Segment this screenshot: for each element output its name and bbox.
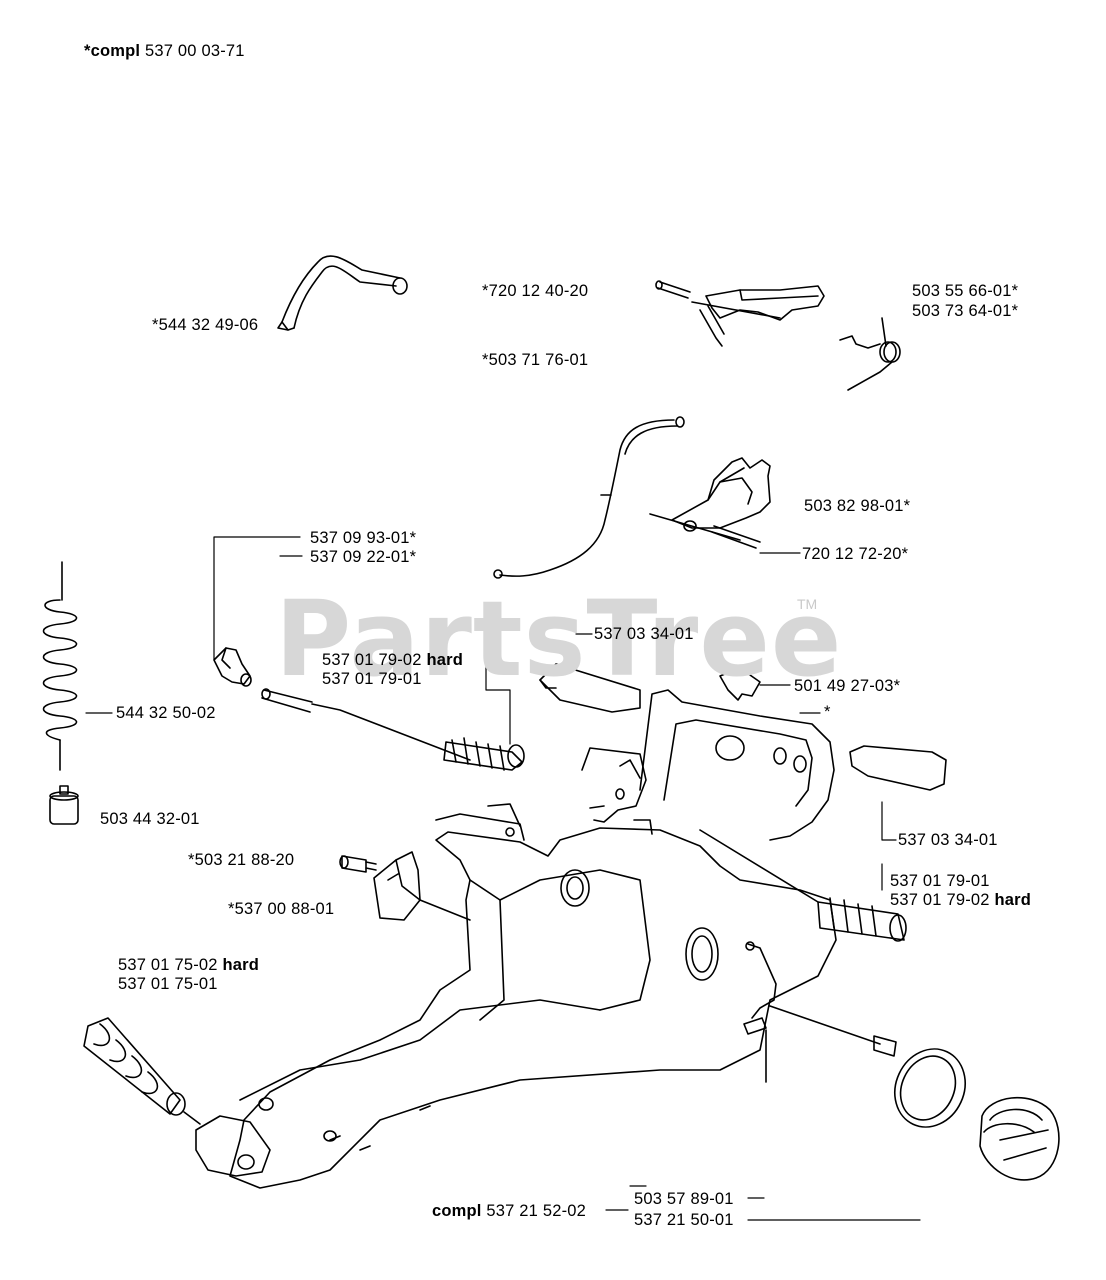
gasket-ring-part [894, 1048, 966, 1128]
part-number: 537 01 75-02 [118, 956, 218, 974]
compl-bottom: compl 537 21 52-02 [432, 1202, 586, 1221]
tank-housing-part [195, 689, 837, 1189]
part-label-503-73-64-01: 503 73 64-01* [912, 302, 1019, 320]
part-label-537-01-79-02-right: 537 01 79-02 hard [890, 891, 1031, 910]
fuel-hose-part [277, 255, 408, 331]
throttle-cable-part [493, 416, 685, 579]
compl-prefix: *compl [84, 42, 141, 60]
chain-brake-lever-part [743, 941, 897, 1083]
part-label-503-55-66-01: 503 55 66-01* [912, 282, 1019, 300]
throttle-trigger-part [655, 280, 825, 347]
part-label-537-01-75-01: 537 01 75-01 [118, 975, 218, 993]
part-label-537-09-22-01: 537 09 22-01* [310, 548, 417, 566]
bracket-part [373, 851, 471, 921]
part-label-537-01-79-02-top: 537 01 79-02 hard [322, 651, 463, 670]
part-label-544-32-50-02: 544 32 50-02 [116, 704, 216, 722]
av-spring-top-part [443, 737, 525, 771]
part-label-720-12-40-20: *720 12 40-20 [482, 282, 589, 300]
part-label-star: * [824, 703, 831, 721]
compl-bottom-number: 537 21 52-02 [486, 1202, 587, 1220]
handle-grip-top-part [539, 663, 641, 713]
page-title: *compl 537 00 03-71 [84, 42, 245, 61]
part-label-537-03-34-01-top: 537 03 34-01 [594, 625, 694, 643]
part-label-503-57-89-01: 503 57 89-01 [634, 1190, 734, 1208]
part-label-501-49-27-03: 501 49 27-03* [794, 677, 901, 695]
part-label-537-03-34-01-right: 537 03 34-01 [898, 831, 998, 849]
hard-tag: hard [994, 891, 1032, 909]
watermark-trademark: TM [797, 596, 818, 612]
handle-grip-rear-part [849, 745, 947, 791]
part-label-537-01-79-01-right: 537 01 79-01 [890, 872, 990, 890]
watermark: PartsTree [275, 578, 843, 700]
part-number: 537 01 79-02 [322, 651, 422, 669]
bolt-part [339, 855, 377, 873]
oil-pump-fitting-part [213, 647, 471, 761]
part-label-503-82-98-01: 503 82 98-01* [804, 497, 911, 515]
compl-bottom-prefix: compl [432, 1202, 482, 1220]
av-spring-left-part [83, 1017, 201, 1125]
leader-lines [85, 536, 921, 1221]
compl-number: 537 00 03-71 [145, 42, 245, 60]
hard-tag: hard [222, 956, 260, 974]
part-label-503-21-88-20: *503 21 88-20 [188, 851, 295, 869]
part-label-537-01-79-01-top: 537 01 79-01 [322, 670, 422, 688]
tank-cap-part [979, 1096, 1060, 1181]
part-label-544-32-49-06: *544 32 49-06 [152, 316, 259, 334]
hard-tag: hard [426, 651, 464, 669]
part-label-537-00-88-01: *537 00 88-01 [228, 900, 335, 918]
oil-filter-part [49, 785, 79, 825]
part-label-503-71-76-01: *503 71 76-01 [482, 351, 589, 369]
throttle-lockout-part [649, 457, 771, 549]
part-label-537-21-50-01: 537 21 50-01 [634, 1211, 734, 1229]
av-spring-right-part [699, 829, 907, 942]
clip-part [719, 667, 761, 701]
part-label-503-44-32-01: 503 44 32-01 [100, 810, 200, 828]
coiled-hose-part [42, 561, 78, 771]
part-label-537-09-93-01: 537 09 93-01* [310, 529, 417, 547]
spring-part [839, 317, 901, 391]
part-number: 537 01 79-02 [890, 891, 990, 909]
part-label-720-12-72-20: 720 12 72-20* [802, 545, 909, 563]
part-label-537-01-75-02: 537 01 75-02 hard [118, 956, 259, 975]
